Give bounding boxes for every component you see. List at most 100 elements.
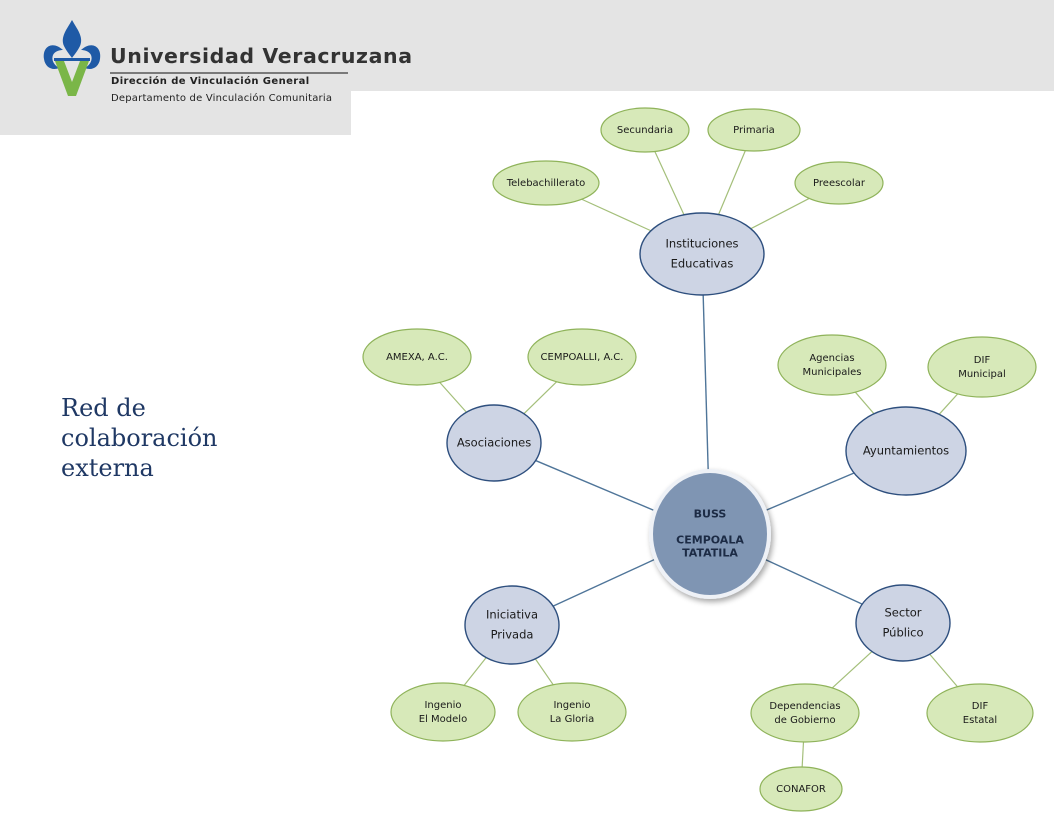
node-shape: [527, 328, 637, 386]
node-asociaciones: Asociaciones: [446, 404, 542, 482]
connector-ayuntamientos: [764, 472, 855, 512]
node-shape: [777, 334, 887, 396]
node-label: Ayuntamientos: [863, 444, 949, 458]
node-label: Privada: [491, 628, 534, 642]
node-label: Primaria: [733, 125, 775, 136]
node-label: TATATILA: [682, 547, 738, 560]
node-label: Preescolar: [813, 178, 866, 189]
connector-preescolar: [750, 197, 810, 230]
department-line-2: Departamento de Vinculación Comunitaria: [111, 93, 333, 104]
slide-title-line: Red de: [61, 394, 146, 422]
node-label: CEMPOALA: [676, 534, 744, 547]
node-telebachillerato: Telebachillerato: [492, 160, 600, 206]
node-label: Ingenio: [424, 700, 461, 711]
node-shape: [759, 766, 843, 812]
connector-dif-municipal: [938, 393, 959, 415]
node-label: Iniciativa: [486, 608, 538, 622]
connector-dif-estatal: [929, 653, 958, 688]
connector-educativas: [702, 294, 709, 472]
node-label: El Modelo: [419, 714, 467, 725]
slide-title-line: colaboración: [61, 424, 218, 452]
node-label: Asociaciones: [457, 436, 531, 450]
node-shape: [639, 212, 765, 296]
node-label: Telebachillerato: [506, 178, 586, 189]
node-label: DIF: [972, 701, 989, 712]
node-amexa: AMEXA, A.C.: [362, 328, 472, 386]
connector-ingenio-gloria: [534, 658, 554, 686]
node-shape: [750, 683, 860, 743]
node-label: Estatal: [963, 715, 997, 726]
node-label: Dependencias: [769, 701, 840, 712]
node-label: Público: [882, 626, 923, 640]
node-label: AMEXA, A.C.: [386, 352, 448, 363]
node-label: La Gloria: [550, 714, 595, 725]
node-shape: [492, 160, 600, 206]
connector-agencias: [854, 391, 875, 415]
node-shape: [464, 585, 560, 665]
node-shape: [390, 682, 496, 742]
node-shape: [855, 584, 951, 662]
node-label: DIF: [974, 355, 991, 366]
connector-conafor: [801, 741, 805, 768]
node-shape: [600, 107, 690, 153]
node-shape: [362, 328, 472, 386]
university-name: Universidad Veracruzana: [110, 44, 413, 68]
node-shape: [649, 469, 771, 599]
node-label: Secundaria: [617, 125, 673, 136]
connector-asociaciones: [535, 459, 656, 512]
connector-dependencias: [831, 651, 873, 689]
node-primaria: Primaria: [707, 108, 801, 152]
connector-ingenio-modelo: [463, 657, 487, 686]
node-cempoalli: CEMPOALLI, A.C.: [527, 328, 637, 386]
department-line-1: Dirección de Vinculación General: [111, 76, 310, 87]
connector-cempoalli: [523, 381, 558, 415]
node-ingenio-gloria: Ingenio La Gloria: [517, 682, 627, 742]
node-conafor: CONAFOR: [759, 766, 843, 812]
node-label: de Gobierno: [774, 715, 835, 726]
node-label: CEMPOALLI, A.C.: [541, 352, 624, 363]
node-label: BUSS: [694, 508, 727, 521]
node-preescolar: Preescolar: [794, 161, 884, 205]
node-ayuntamientos: Ayuntamientos: [845, 406, 967, 496]
node-label: Municipal: [958, 369, 1006, 380]
node-dependencias: Dependencias de Gobierno: [750, 683, 860, 743]
node-shape: [707, 108, 801, 152]
node-label: CONAFOR: [776, 784, 826, 795]
node-label: Sector: [885, 606, 922, 620]
node-dif-estatal: DIF Estatal: [926, 683, 1034, 743]
connector-amexa: [439, 381, 467, 413]
node-shape: [446, 404, 542, 482]
node-shape: [517, 682, 627, 742]
connector-publico: [763, 558, 863, 605]
node-shape: [845, 406, 967, 496]
node-label: Agencias: [809, 353, 854, 364]
connector-telebachillerato: [581, 198, 652, 232]
connector-lines: [439, 150, 959, 768]
connector-primaria: [718, 150, 746, 215]
connector-secundaria: [654, 151, 685, 216]
slide-title: Red de colaboración externa: [61, 393, 218, 483]
header-band: [0, 0, 1054, 91]
node-ingenio-modelo: Ingenio El Modelo: [390, 682, 496, 742]
node-label: Educativas: [671, 257, 734, 271]
university-logo: [43, 20, 101, 96]
node-dif-municipal: DIF Municipal: [927, 336, 1037, 398]
node-label: Instituciones: [665, 237, 738, 251]
header-tab: [0, 91, 351, 135]
header-divider: [110, 72, 348, 74]
connector-privada: [552, 558, 657, 607]
node-secundaria: Secundaria: [600, 107, 690, 153]
node-shape: [926, 683, 1034, 743]
slide-title-line: externa: [61, 454, 154, 482]
node-label: Municipales: [803, 367, 862, 378]
node-shape: [794, 161, 884, 205]
node-label: Ingenio: [553, 700, 590, 711]
node-shape: [927, 336, 1037, 398]
